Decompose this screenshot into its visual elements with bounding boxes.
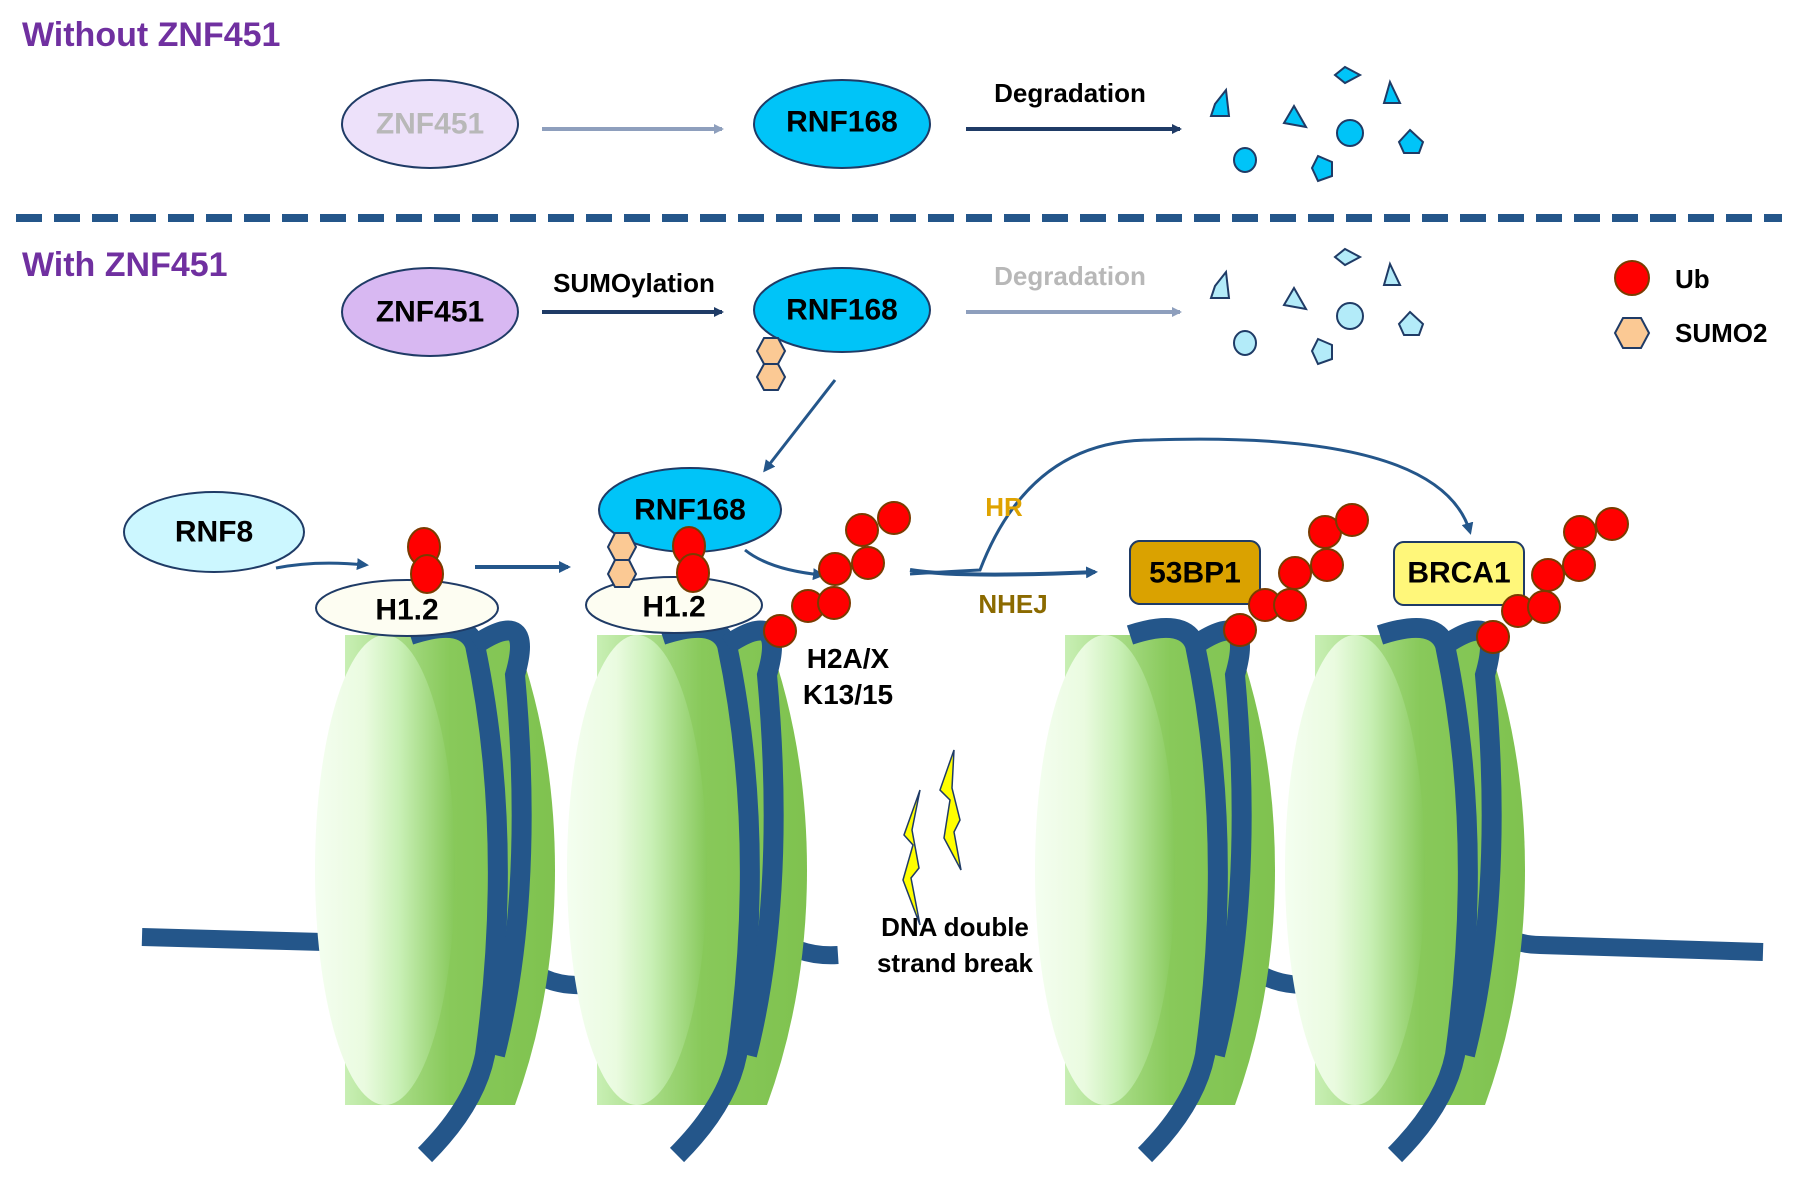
fragment-pentagon-2 — [1310, 337, 1333, 366]
nucleosome-2 — [567, 628, 807, 1155]
brca1-node: BRCA1 — [1393, 541, 1525, 606]
ubiquitin-circle-icon — [1278, 556, 1312, 590]
ubiquitin-circle-icon — [818, 552, 852, 586]
ubiquitin-circle-icon — [845, 513, 879, 547]
53bp1-ubiquitin-chain — [1223, 503, 1369, 647]
fragment-circle-1 — [1336, 302, 1364, 330]
h12-label-right: H1.2 — [642, 591, 705, 624]
fragment-diamond — [1333, 65, 1363, 85]
ubiquitin-circle-icon — [1310, 548, 1344, 582]
ubiquitin-circle-icon — [1223, 613, 1257, 647]
rnf168-label-chromatin: RNF168 — [634, 494, 746, 527]
ubiquitin-circle-icon — [1595, 507, 1629, 541]
fragment-diamond — [1333, 247, 1363, 267]
nhej-arrow — [909, 566, 1098, 579]
fragment-triangle-2 — [1282, 286, 1308, 311]
dsb-label-line2: strand break — [877, 948, 1034, 978]
degraded-fragments-faded — [1209, 247, 1425, 366]
h2ax-ubiquitin-chain — [763, 501, 911, 648]
legend-label-ub: Ub — [1675, 264, 1710, 294]
rnf168-node-top: RNF168 — [753, 79, 931, 169]
brca1-label: BRCA1 — [1407, 557, 1510, 590]
fragment-triangle-1 — [1382, 79, 1402, 104]
recruitment-arrow — [763, 379, 837, 473]
znf451-label: ZNF451 — [376, 296, 484, 329]
znf451-node-faded: ZNF451 — [341, 79, 519, 169]
ubiquitin-circle-icon — [1335, 503, 1369, 537]
ubiquitin-circle-icon — [1273, 588, 1307, 622]
fragment-circle-2 — [1233, 330, 1257, 356]
ubiquitin-circle-icon — [410, 554, 444, 594]
ubiquitin-circle-icon — [1563, 515, 1597, 549]
hr-arrow — [909, 437, 1474, 576]
rnf168-label-top: RNF168 — [786, 106, 898, 139]
section-title-without: Without ZNF451 — [22, 16, 280, 54]
ubiquitin-circle-icon — [676, 553, 710, 593]
degradation-label-faded: Degradation — [994, 261, 1146, 291]
fragment-parallelogram — [1209, 269, 1231, 299]
lightning-bolt-icon — [902, 789, 921, 926]
h12-node-right: H1.2 — [585, 576, 763, 634]
nucleosome-3 — [1035, 628, 1275, 1155]
hr-label: HR — [985, 492, 1023, 522]
legend: Ub SUMO2 — [1613, 260, 1767, 349]
ubiquitin-circle-icon — [817, 586, 851, 620]
sumo2-hexagon-icon — [755, 337, 787, 365]
ubiquitin-circle-icon — [1476, 620, 1510, 654]
fragment-pentagon-1 — [1397, 128, 1425, 154]
ubiquitin-circle-icon — [1527, 590, 1561, 624]
ubiquitin-circle-icon — [763, 614, 797, 648]
rnf168-node-chromatin: RNF168 — [598, 467, 782, 593]
fragment-circle-1 — [1336, 119, 1364, 147]
fragment-circle-2 — [1233, 147, 1257, 173]
znf451-node: ZNF451 — [341, 267, 519, 357]
rnf8-node: RNF8 — [123, 491, 305, 573]
53bp1-node: 53BP1 — [1129, 540, 1261, 605]
rnf168-label-sumoylated: RNF168 — [786, 294, 898, 327]
ubiquitin-circle-icon — [851, 546, 885, 580]
rnf8-label: RNF8 — [175, 516, 253, 549]
degradation-label-dark: Degradation — [994, 78, 1146, 108]
fragment-pentagon-2 — [1310, 154, 1333, 183]
53bp1-label: 53BP1 — [1149, 557, 1241, 590]
ubiquitin-circle-icon — [1562, 548, 1596, 582]
rnf8-arrow — [275, 558, 369, 571]
nucleosome-1 — [315, 628, 555, 1155]
sumo2-hexagon-icon — [606, 559, 638, 588]
section-title-with: With ZNF451 — [22, 246, 228, 284]
rnf168-ubiquitination-arrow — [744, 548, 825, 581]
fragment-parallelogram — [1209, 87, 1231, 117]
fragment-triangle-1 — [1382, 261, 1402, 286]
sumo2-hexagon-icon — [755, 363, 787, 391]
brca1-ubiquitin-chain — [1476, 507, 1629, 654]
sumo2-hexagon-icon — [606, 532, 638, 561]
sumo2-hexagon-icon — [1613, 317, 1651, 349]
nucleosome-4 — [1285, 628, 1525, 1155]
nhej-label: NHEJ — [978, 589, 1047, 619]
rnf168-node-sumoylated: RNF168 — [753, 267, 931, 391]
h12-label-left: H1.2 — [375, 594, 438, 627]
dsb-label-line1: DNA double — [881, 912, 1029, 942]
lightning-bolt-icon — [939, 749, 962, 871]
ubiquitin-circle-icon — [1531, 558, 1565, 592]
ubiquitin-circle-icon — [877, 501, 911, 535]
h2ax-label-line2: K13/15 — [803, 679, 893, 710]
legend-label-sumo2: SUMO2 — [1675, 318, 1767, 348]
h12-node-left: H1.2 — [315, 527, 499, 637]
fragment-triangle-2 — [1282, 104, 1308, 129]
h2ax-label-line1: H2A/X — [807, 643, 890, 674]
fragment-pentagon-1 — [1397, 310, 1425, 336]
sumoylation-label: SUMOylation — [553, 268, 715, 298]
degraded-fragments-dark — [1209, 65, 1425, 183]
ubiquitin-circle-icon — [1614, 260, 1650, 296]
znf451-label-faded: ZNF451 — [376, 108, 484, 141]
